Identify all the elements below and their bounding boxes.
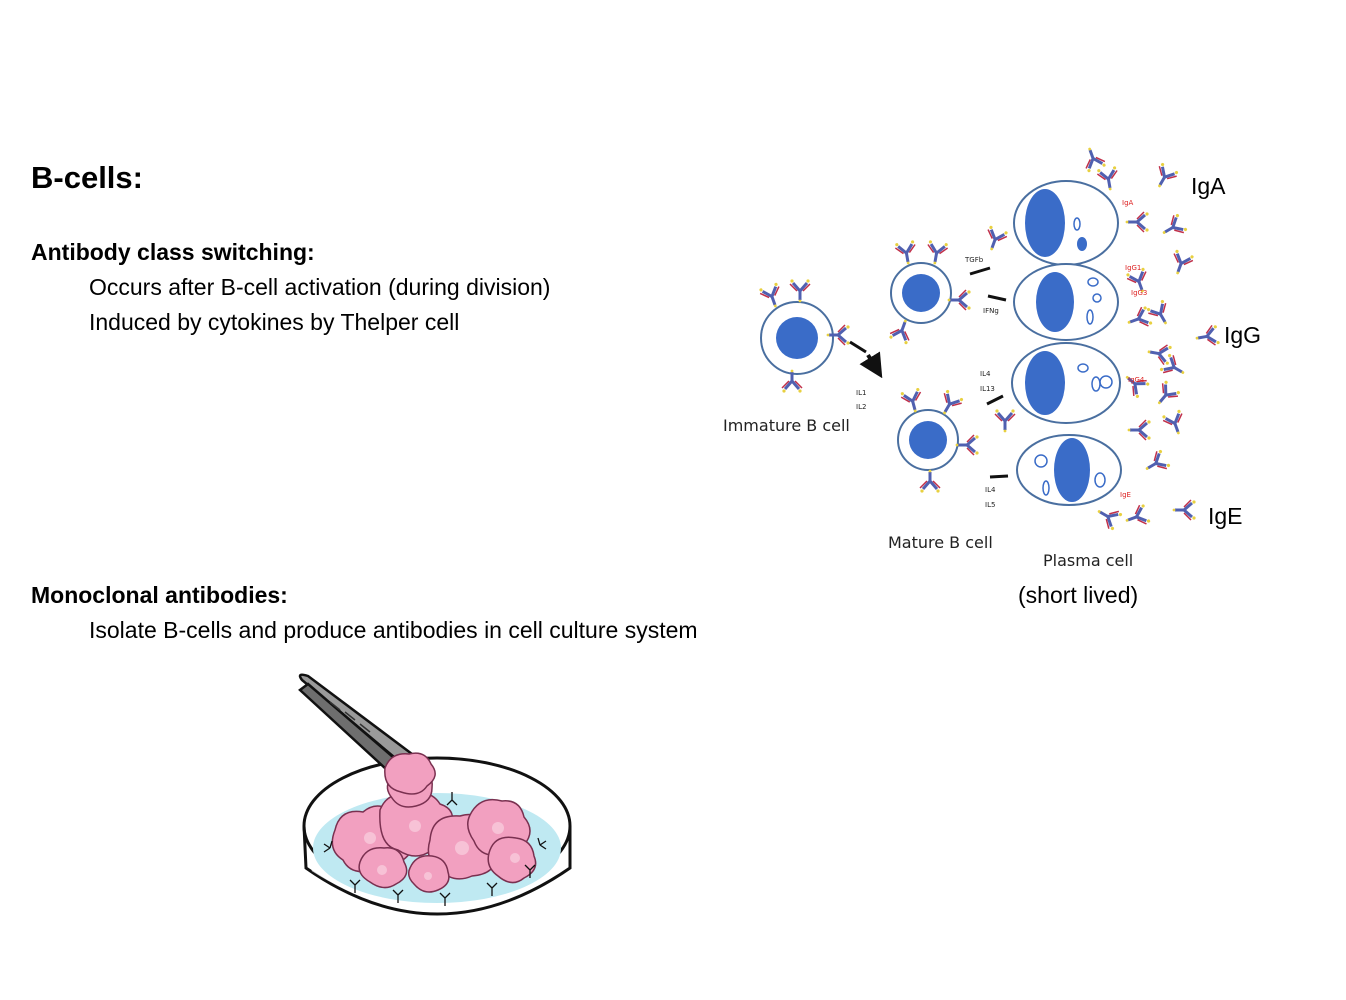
label-mature-b-cell: Mature B cell: [888, 533, 993, 552]
forceps-icon: [298, 673, 422, 782]
arrow-icon: [859, 351, 883, 379]
isotype-label: IgG1: [1125, 264, 1141, 272]
arrow: [969, 266, 991, 276]
isotype-label: IgE: [1120, 491, 1131, 499]
bullet-line: Isolate B-cells and produce antibodies i…: [89, 617, 698, 643]
plasma-cell-igg: [1013, 263, 1119, 341]
page-title: B-cells:: [31, 160, 143, 195]
isotype-label: IgG4: [1128, 376, 1145, 384]
plasma-cell-ige: [1016, 434, 1122, 506]
plasma-cell-igg4: [1011, 342, 1121, 424]
label-immature-b-cell: Immature B cell: [723, 416, 850, 435]
plasma-cell-iga: [1013, 180, 1119, 266]
label-ige: IgE: [1208, 503, 1243, 529]
label-iga: IgA: [1191, 173, 1226, 199]
cytokine-label: IL4: [980, 370, 991, 378]
isotype-label: IgA: [1122, 199, 1134, 207]
mature-b-cell: [887, 223, 1010, 347]
cytokine-label: IL2: [856, 403, 866, 411]
isotype-label: IgG3: [1131, 289, 1147, 297]
mature-b-cell: [897, 386, 1017, 495]
cytokine-label: IL4: [985, 486, 996, 494]
cytokine-label: TGFb: [964, 256, 984, 264]
arrow: [987, 294, 1007, 302]
bullet-line: Induced by cytokines by Thelper cell: [89, 309, 460, 335]
cytokine-label: IL13: [980, 385, 995, 393]
immature-b-cell: [757, 277, 852, 395]
arrow: [986, 394, 1004, 406]
section-heading-class-switching: Antibody class switching:: [31, 239, 315, 265]
cytokine-label: IL1: [856, 389, 866, 397]
cytokine-label: IFNg: [983, 307, 999, 315]
arrow: [849, 340, 867, 354]
petri-dish-wall: [302, 825, 572, 916]
cytokine-label: IL5: [985, 501, 995, 509]
section-heading-monoclonal: Monoclonal antibodies:: [31, 582, 288, 608]
bullet-line: Occurs after B-cell activation (during d…: [89, 274, 551, 300]
label-igg: IgG: [1224, 322, 1262, 348]
label-short-lived: (short lived): [1018, 582, 1139, 608]
arrow: [989, 474, 1009, 479]
antibody-marks: [323, 792, 547, 906]
held-cell: [384, 752, 436, 795]
label-plasma-cell: Plasma cell: [1043, 551, 1133, 570]
